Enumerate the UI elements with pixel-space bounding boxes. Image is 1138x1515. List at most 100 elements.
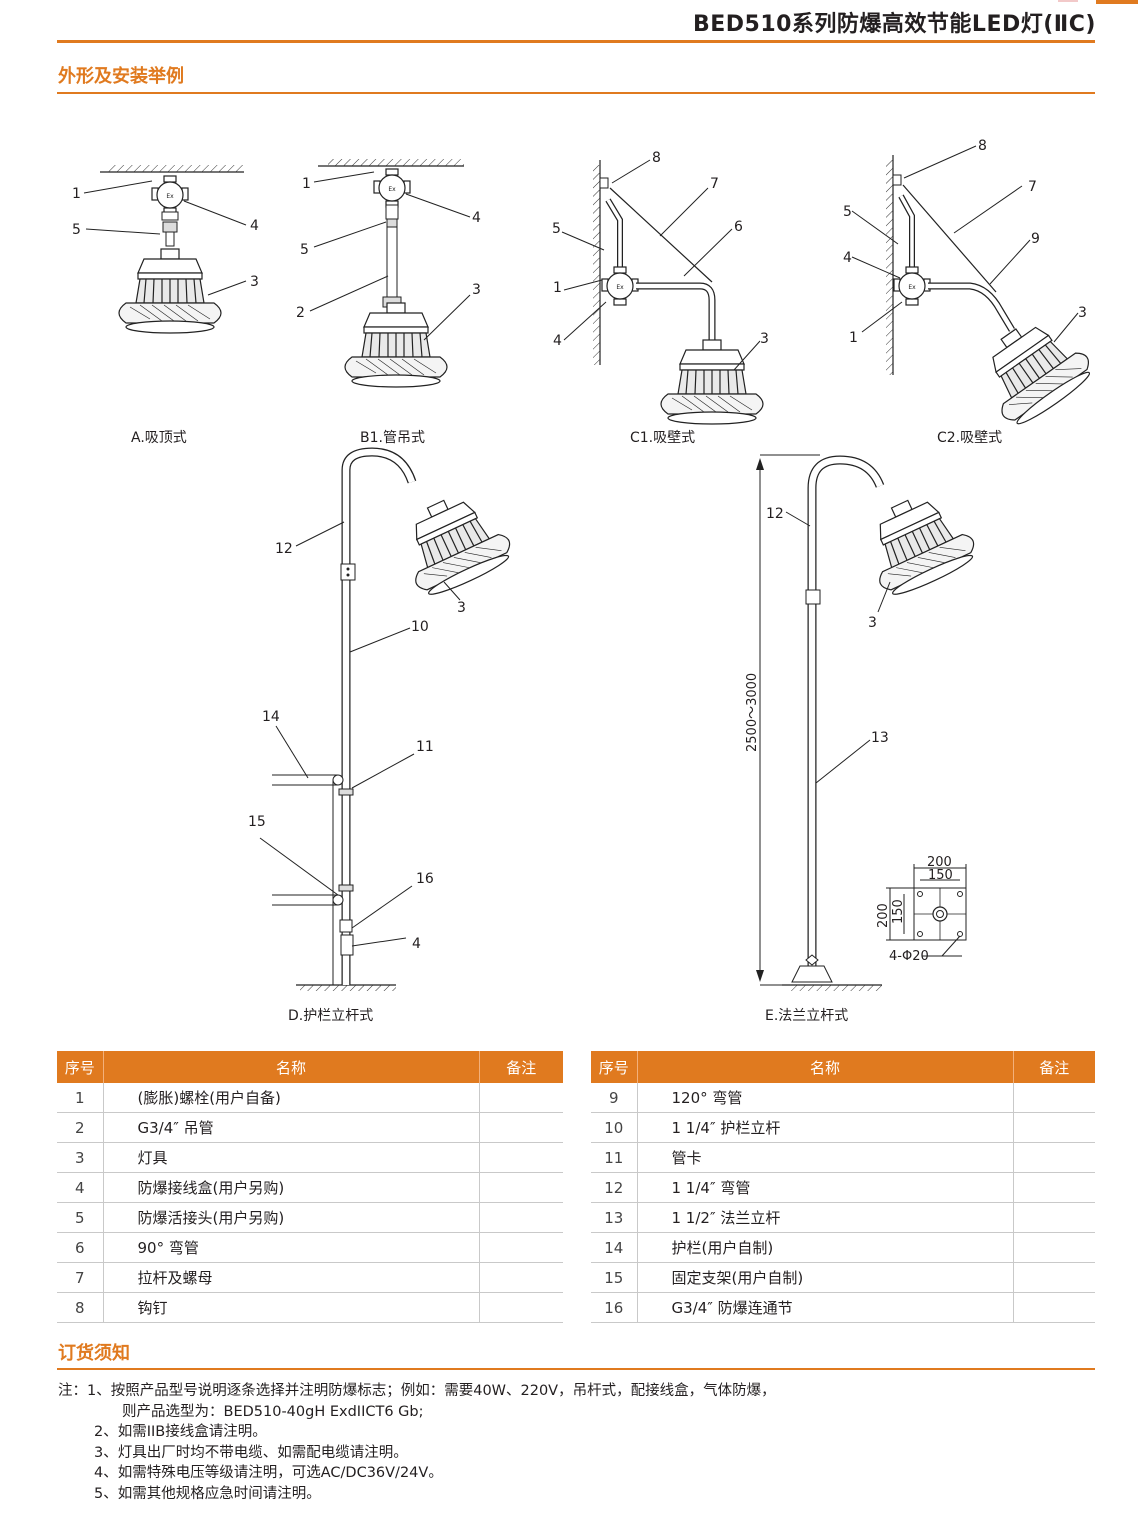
part-name: G3/4″ 吊管 — [103, 1112, 480, 1143]
part-note — [1013, 1292, 1095, 1323]
part-name: 固定支架(用户自制) — [637, 1262, 1014, 1293]
part-note — [479, 1112, 563, 1143]
callout-b1-5: 5 — [300, 242, 309, 258]
part-note — [479, 1202, 563, 1233]
dimension-inner-width: 150 — [928, 868, 953, 883]
figure-c2-wall-mount — [851, 145, 1100, 433]
part-name: 防爆活接头(用户另购) — [103, 1202, 480, 1233]
part-number: 16 — [591, 1292, 638, 1323]
callout-e-12: 12 — [766, 506, 784, 522]
callout-d-14: 14 — [262, 709, 280, 725]
figure-b1-pipe-pendant — [309, 159, 471, 388]
part-name: 护栏(用户自制) — [637, 1232, 1014, 1263]
header-note: 备注 — [479, 1051, 563, 1083]
part-number: 10 — [591, 1112, 638, 1143]
dimension-holes: 4-Φ20 — [889, 949, 929, 964]
part-number: 2 — [57, 1112, 104, 1143]
part-name: G3/4″ 防爆连通节 — [637, 1292, 1014, 1323]
order-notes: 注：1、按照产品型号说明逐条选择并注明防爆标志；例如：需要40W、220V，吊杆… — [58, 1381, 776, 1504]
title-rule — [57, 40, 1095, 43]
part-note — [1013, 1202, 1095, 1233]
callout-c1-8: 8 — [652, 150, 661, 166]
section-rule-install — [57, 92, 1095, 94]
callout-b1-1: 1 — [302, 176, 311, 192]
callout-b1-4: 4 — [472, 210, 481, 226]
callout-c2-7: 7 — [1028, 179, 1037, 195]
note-line: 则产品选型为：BED510-40gH ExdIICT6 Gb; — [122, 1403, 424, 1420]
part-number: 5 — [57, 1202, 104, 1233]
callout-a-1: 1 — [72, 186, 81, 202]
callout-d-10: 10 — [411, 619, 429, 635]
part-number: 8 — [57, 1292, 104, 1323]
callout-c1-7: 7 — [710, 176, 719, 192]
corner-tab — [1096, 0, 1138, 4]
part-note — [479, 1292, 563, 1323]
part-note — [1013, 1083, 1095, 1113]
callout-c1-1: 1 — [553, 280, 562, 296]
callout-d-12: 12 — [275, 541, 293, 557]
caption-c2: C2.吸壁式 — [937, 430, 1003, 446]
part-number: 15 — [591, 1262, 638, 1293]
callout-b1-3: 3 — [472, 282, 481, 298]
part-name: (膨胀)螺栓(用户自备) — [103, 1083, 480, 1113]
callout-c1-5: 5 — [552, 221, 561, 237]
callout-c2-4: 4 — [843, 250, 852, 266]
callout-e-13: 13 — [871, 730, 889, 746]
callout-a-4: 4 — [250, 218, 259, 234]
part-number: 11 — [591, 1142, 638, 1173]
dimension-height: 2500～3000 — [745, 673, 760, 752]
corner-tab-accent — [1058, 0, 1078, 2]
part-note — [479, 1083, 563, 1113]
callout-c2-8: 8 — [978, 138, 987, 154]
installation-drawing: Ex — [72, 138, 1100, 991]
figure-c1-wall-mount — [561, 159, 764, 425]
part-note — [479, 1172, 563, 1203]
section-title-install: 外形及安装举例 — [58, 66, 184, 87]
part-note — [479, 1262, 563, 1293]
section-rule-order — [57, 1368, 1095, 1370]
note-line: 4、如需特殊电压等级请注明，可选AC/DC36V/24V。 — [94, 1465, 443, 1481]
header-num: 序号 — [591, 1051, 638, 1083]
callout-a-5: 5 — [72, 222, 81, 238]
header-name: 名称 — [103, 1051, 480, 1083]
part-note — [479, 1232, 563, 1263]
callout-b1-2: 2 — [296, 305, 305, 321]
part-name: 120° 弯管 — [637, 1083, 1014, 1113]
part-note — [1013, 1172, 1095, 1203]
callout-c1-6: 6 — [734, 219, 743, 235]
page-title: BED510系列防爆高效节能LED灯(ⅡC) — [692, 12, 1096, 37]
callout-d-11: 11 — [416, 739, 434, 755]
figure-e-flange-pole — [756, 454, 982, 991]
callout-d-4: 4 — [412, 936, 421, 952]
part-number: 4 — [57, 1172, 104, 1203]
part-name: 1 1/4″ 弯管 — [637, 1172, 1014, 1203]
table-row: 1(膨胀)螺栓(用户自备) — [57, 1083, 563, 1113]
part-number: 14 — [591, 1232, 638, 1263]
callout-d-3: 3 — [457, 600, 466, 616]
part-name: 1 1/4″ 护栏立杆 — [637, 1112, 1014, 1143]
part-name: 管卡 — [637, 1142, 1014, 1173]
caption-a: A.吸顶式 — [131, 430, 187, 446]
part-number: 3 — [57, 1142, 104, 1173]
part-number: 6 — [57, 1232, 104, 1263]
part-name: 1 1/2″ 法兰立杆 — [637, 1202, 1014, 1233]
callout-c2-3: 3 — [1078, 305, 1087, 321]
callout-e-3: 3 — [868, 615, 877, 631]
note-line: 5、如需其他规格应急时间请注明。 — [94, 1485, 321, 1502]
callout-c1-4: 4 — [553, 333, 562, 349]
part-name: 90° 弯管 — [103, 1232, 480, 1263]
dimension-outer-height: 200 — [876, 903, 891, 928]
callout-d-15: 15 — [248, 814, 266, 830]
